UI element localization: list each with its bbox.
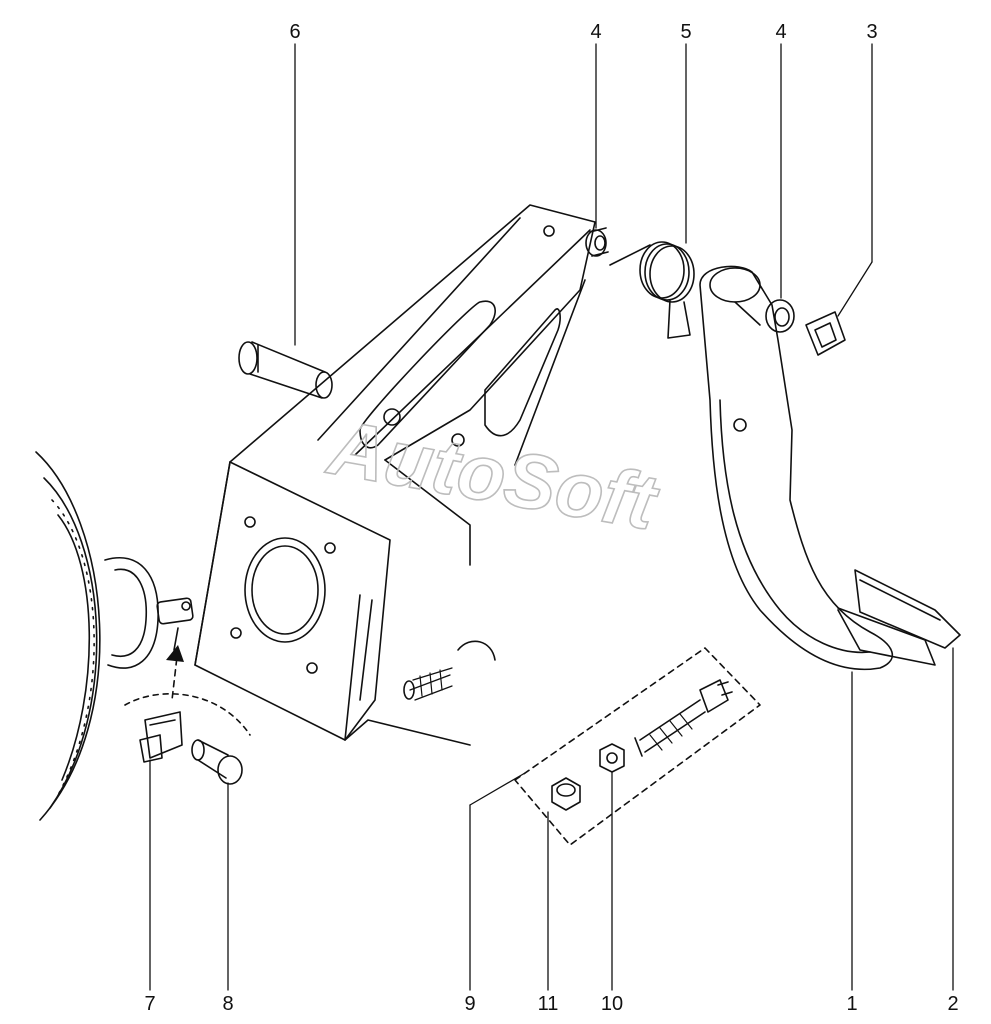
pedal-bracket (194, 204, 596, 746)
callout-1: 1 (846, 993, 857, 1015)
callout-3: 3 (866, 21, 877, 43)
callout-8: 8 (222, 993, 233, 1015)
part-10-nut (599, 743, 625, 773)
part-11-cap-nut (551, 777, 581, 811)
assembly-dashed-arrow (171, 647, 179, 701)
callout-10: 10 (601, 993, 623, 1015)
svg-text:AutoSoft: AutoSoft (321, 402, 665, 547)
callout-5: 5 (680, 21, 691, 43)
callout-labels: 6 4 5 4 3 7 8 9 11 10 1 2 (144, 21, 958, 1015)
part-2-pedal-pad (837, 569, 961, 666)
callout-11: 11 (538, 993, 559, 1015)
callout-4-left: 4 (590, 21, 601, 43)
detail-dashed-arc (124, 693, 251, 736)
part-3-retaining-clip (805, 311, 846, 356)
callout-9: 9 (464, 993, 475, 1015)
stop-light-switch (634, 679, 733, 757)
part-4-bushing-left (585, 227, 609, 257)
callout-7: 7 (144, 993, 155, 1015)
callout-4-right: 4 (775, 21, 786, 43)
leader-lines (149, 43, 954, 991)
callout-2: 2 (947, 993, 958, 1015)
autosoft-watermark: AutoSoft (320, 401, 666, 547)
callout-6: 6 (289, 21, 300, 43)
part-1-pedal-arm (699, 265, 894, 671)
part-8-clevis-pin (191, 739, 243, 785)
part-6-pivot-pin (238, 341, 333, 399)
part-7-clevis-clip (139, 711, 183, 763)
part-5-return-spring (609, 241, 695, 339)
switch-kit-dashed-frame (514, 647, 761, 846)
part-4-bushing-right (765, 299, 795, 333)
brake-booster (35, 451, 194, 821)
